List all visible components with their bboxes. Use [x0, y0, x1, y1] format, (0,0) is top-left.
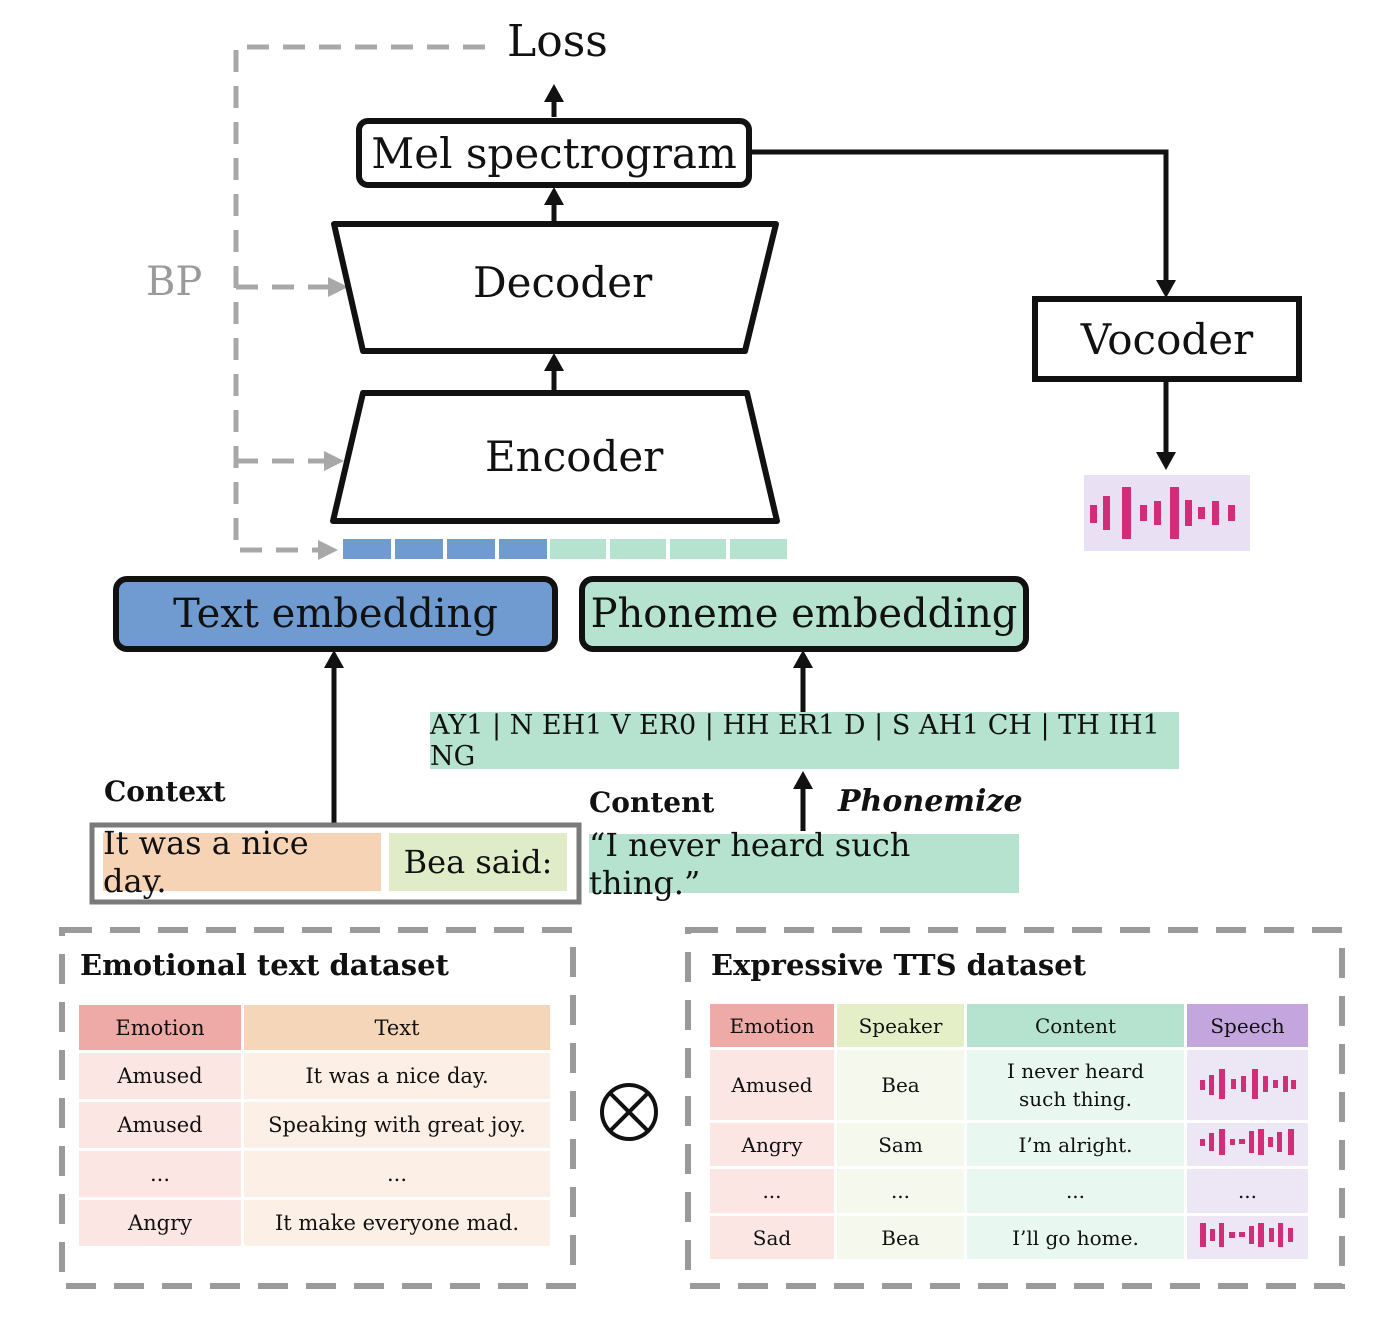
- table-cell: ...: [837, 1169, 964, 1213]
- column-header: Text: [244, 1005, 550, 1050]
- column-header: Emotion: [710, 1004, 834, 1047]
- phonemize-label: Phonemize: [838, 784, 1023, 819]
- waveform-output: [1084, 475, 1250, 551]
- table-cell: I’ll go home.: [967, 1216, 1184, 1259]
- table-row: Amused Speaking with great joy.: [79, 1102, 550, 1148]
- context-label: Context: [104, 775, 226, 808]
- decoder-label: Decoder: [473, 258, 653, 307]
- table-cell: Amused: [79, 1053, 241, 1099]
- emotional-dataset-frame: [59, 927, 576, 1289]
- table-cell: It was a nice day.: [244, 1053, 550, 1099]
- column-header: Speaker: [837, 1004, 964, 1047]
- encoder-shape: [330, 390, 780, 524]
- content-label: Content: [589, 786, 715, 819]
- mel-spectrogram-box: Mel spectrogram: [356, 118, 752, 188]
- waveform-icon: [1199, 1223, 1293, 1247]
- table-row: ... ...: [79, 1151, 550, 1197]
- table-cell: Angry: [710, 1123, 834, 1166]
- waveform-icon: [1199, 1068, 1296, 1099]
- table-row: Sad Bea I’ll go home.: [710, 1216, 1308, 1259]
- loss-label: Loss: [507, 16, 608, 67]
- table-cell: Amused: [710, 1050, 834, 1120]
- vocoder-box: Vocoder: [1032, 296, 1302, 382]
- table-cell: I’m alright.: [967, 1123, 1184, 1166]
- table-header-row: Emotion Speaker Content Speech: [710, 1004, 1308, 1047]
- table-cell: [1187, 1216, 1308, 1259]
- column-header: Emotion: [79, 1005, 241, 1050]
- token-strip: [343, 539, 787, 559]
- bp-arrowhead-encoder: [324, 451, 344, 471]
- bp-path: [233, 44, 485, 553]
- waveform-icon: [1090, 487, 1235, 539]
- text-embedding-box: Text embedding: [113, 576, 558, 652]
- table-cell: Angry: [79, 1200, 241, 1246]
- table-cell: Amused: [79, 1102, 241, 1148]
- table-cell: It make everyone mad.: [244, 1200, 550, 1246]
- table-row: Angry It make everyone mad.: [79, 1200, 550, 1246]
- bp-arrowhead-decoder: [328, 277, 348, 297]
- context-sentence: It was a nice day.: [103, 824, 381, 900]
- phoneme-embedding-box: Phoneme embedding: [579, 576, 1029, 652]
- text-embedding-label: Text embedding: [173, 591, 498, 637]
- table-cell: Bea: [837, 1050, 964, 1120]
- tts-dataset-table: Emotion Speaker Content Speech Amused Be…: [707, 1001, 1311, 1262]
- combine-icon: [600, 1083, 658, 1141]
- table-row: Angry Sam I’m alright.: [710, 1123, 1308, 1166]
- phoneme-embedding-label: Phoneme embedding: [590, 591, 1018, 637]
- tts-dataset-frame: [685, 927, 1345, 1289]
- table-row: ... ... ... ...: [710, 1169, 1308, 1213]
- table-cell: ...: [710, 1169, 834, 1213]
- context-frame: [89, 822, 582, 905]
- table-cell: [1187, 1050, 1308, 1120]
- table-cell: [1187, 1123, 1308, 1166]
- context-speaker: Bea said:: [389, 833, 567, 891]
- table-cell: ...: [244, 1151, 550, 1197]
- table-row: Amused Bea I never heard such thing.: [710, 1050, 1308, 1120]
- table-cell: ...: [79, 1151, 241, 1197]
- table-row: Amused It was a nice day.: [79, 1053, 550, 1099]
- table-cell: ...: [967, 1169, 1184, 1213]
- content-text: “I never heard such thing.”: [589, 826, 1019, 902]
- table-cell: Sad: [710, 1216, 834, 1259]
- column-header: Content: [967, 1004, 1184, 1047]
- vocoder-label: Vocoder: [1080, 314, 1254, 364]
- bp-arrowhead-tokens: [318, 540, 338, 560]
- emotional-dataset-title: Emotional text dataset: [80, 948, 449, 982]
- phoneme-sequence: AY1 | N EH1 V ER0 | HH ER1 D | S AH1 CH …: [430, 710, 1179, 772]
- table-cell: Bea: [837, 1216, 964, 1259]
- bp-label: BP: [146, 259, 203, 305]
- table-cell: I never heard such thing.: [967, 1050, 1184, 1120]
- table-cell: Speaking with great joy.: [244, 1102, 550, 1148]
- encoder-label: Encoder: [485, 432, 664, 481]
- column-header: Speech: [1187, 1004, 1308, 1047]
- tts-dataset-title: Expressive TTS dataset: [711, 948, 1087, 982]
- table-cell: ...: [1187, 1169, 1308, 1213]
- decoder-shape: [331, 221, 779, 354]
- table-header-row: Emotion Text: [79, 1005, 550, 1050]
- waveform-icon: [1199, 1129, 1294, 1155]
- emotional-dataset-table: Emotion Text Amused It was a nice day. A…: [76, 1002, 553, 1249]
- table-cell: Sam: [837, 1123, 964, 1166]
- mel-spectrogram-label: Mel spectrogram: [371, 128, 737, 178]
